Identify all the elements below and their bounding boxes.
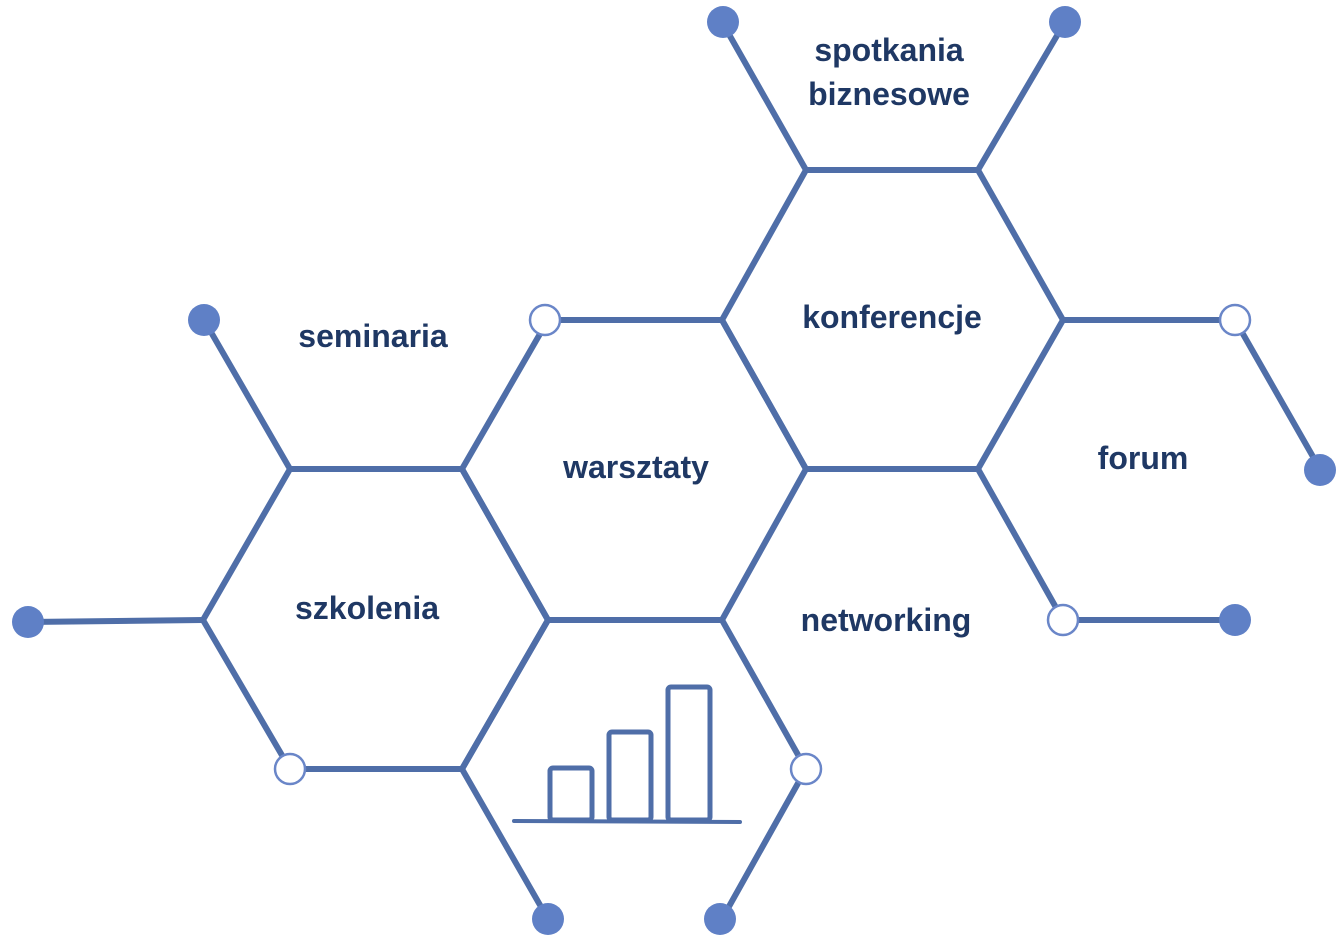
node-filled-forum	[1304, 454, 1336, 486]
node-filled-left	[12, 606, 44, 638]
node-filled-bottom-left	[532, 903, 564, 935]
node-open-chart	[789, 752, 823, 786]
label-spotkania-line1: spotkania	[814, 32, 964, 68]
label-forum: forum	[1097, 440, 1189, 476]
label-warsztaty: warsztaty	[563, 449, 709, 485]
node-filled-top-right	[1049, 6, 1081, 38]
label-seminaria: seminaria	[298, 318, 448, 354]
node-open-networking	[1046, 603, 1080, 637]
bar-chart-bar-2	[606, 729, 654, 823]
spoke-seminaria	[201, 317, 293, 472]
label-networking: networking	[800, 602, 972, 638]
hexagon-chart-left-leg	[459, 766, 551, 922]
hexagon-forum-bottom	[975, 466, 1238, 623]
node-filled-seminaria	[188, 304, 220, 336]
node-open-warsztaty	[528, 303, 562, 337]
node-filled-networking	[1219, 604, 1251, 636]
hexagon-chart	[459, 617, 810, 922]
spoke-top-left	[719, 19, 809, 173]
node-open-forum	[1218, 303, 1252, 337]
bar-chart-bar-1	[547, 765, 595, 823]
node-filled-top-left	[707, 6, 739, 38]
label-konferencje: konferencje	[802, 299, 982, 335]
label-szkolenia: szkolenia	[294, 590, 440, 626]
bar-chart-bar-3	[665, 684, 713, 823]
node-filled-bottom-right	[704, 903, 736, 935]
bar-chart-baseline	[512, 819, 742, 824]
spoke-top-right	[975, 19, 1068, 173]
node-open-szkolenia	[273, 752, 307, 786]
label-spotkania-line2: biznesowe	[808, 76, 970, 112]
spoke-left	[25, 617, 206, 625]
label-spotkania-biznesowe: spotkania biznesowe	[808, 28, 970, 116]
bar-chart-icon	[512, 684, 742, 824]
